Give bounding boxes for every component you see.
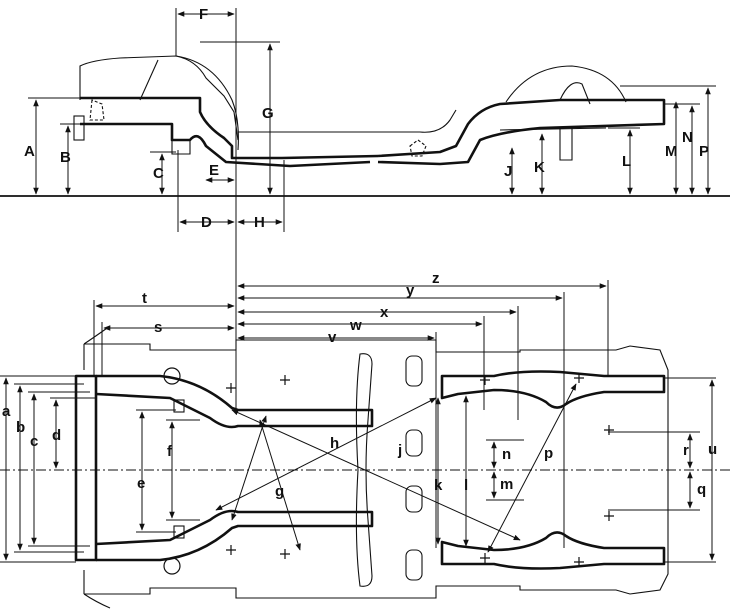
front-right-mount-circle [163,557,181,575]
rear-lower-frame-rail [440,531,666,570]
dim-j [215,397,437,511]
label-b: b [16,419,25,436]
label-l: l [464,477,468,494]
label-z: z [432,270,440,287]
label-J: J [504,163,512,180]
label-A: A [24,143,35,160]
label-H: H [254,214,265,231]
body-mount-pad-2 [405,429,423,457]
rear-frame-rail [377,98,666,166]
front-frame-rail-lower [80,122,371,168]
front-wheel-arch [175,55,239,151]
front-body-outline [83,325,111,609]
label-j: j [397,442,402,459]
dim-p [487,383,577,553]
label-r: r [683,442,689,459]
lower-frame-rail [95,509,374,562]
label-B: B [60,149,71,166]
front-crossbeam [74,374,98,562]
front-frame-rail [80,96,379,160]
dim-h [231,409,521,541]
body-mount-pad-1 [405,355,423,387]
label-m: m [500,476,513,493]
front-left-mount-circle [163,367,181,385]
reference-point-marks [226,373,614,567]
label-n: n [502,446,511,463]
body-mount-pad-4 [405,549,423,581]
label-k: k [434,477,443,494]
label-v: v [328,329,337,346]
label-w: w [349,317,362,334]
dim-g-2 [231,415,267,521]
label-h: h [330,435,339,452]
label-G: G [262,105,274,122]
label-a: a [2,403,11,420]
rear-mount-dashed [409,139,427,157]
label-M: M [665,143,678,160]
upper-frame-rail [95,374,374,429]
front-left-bracket [173,399,185,413]
front-crossmember [171,140,191,155]
label-L: L [622,153,631,170]
label-E: E [209,162,219,179]
label-u: u [708,441,717,458]
label-s: s [154,319,162,336]
label-F: F [199,6,208,23]
top-view: z y t x w s v a b c d e f g h j k l n m … [0,270,730,609]
rear-body-line [499,127,607,131]
label-e: e [137,475,145,492]
label-d: d [52,427,61,444]
label-c: c [30,433,38,450]
label-f: f [167,443,173,460]
fender-crease [139,59,159,101]
rear-shackle [559,128,573,161]
label-p: p [544,445,553,462]
label-D: D [201,214,212,231]
front-bumper-bracket [73,115,85,141]
label-P: P [699,143,709,160]
front-mount-dashed [89,99,105,121]
body-sill-line [238,109,457,133]
label-K: K [534,159,545,176]
label-t: t [142,290,147,307]
label-g: g [275,483,284,500]
label-C: C [153,165,164,182]
rear-wheel-arch [505,65,627,103]
rear-upper-frame-rail [440,370,666,409]
rear-spring-hanger [559,82,591,105]
label-N: N [682,129,693,146]
side-view: A B C D E F G H J K L M N P [0,6,730,280]
label-y: y [406,282,415,299]
label-x: x [380,304,389,321]
label-q: q [697,481,706,498]
